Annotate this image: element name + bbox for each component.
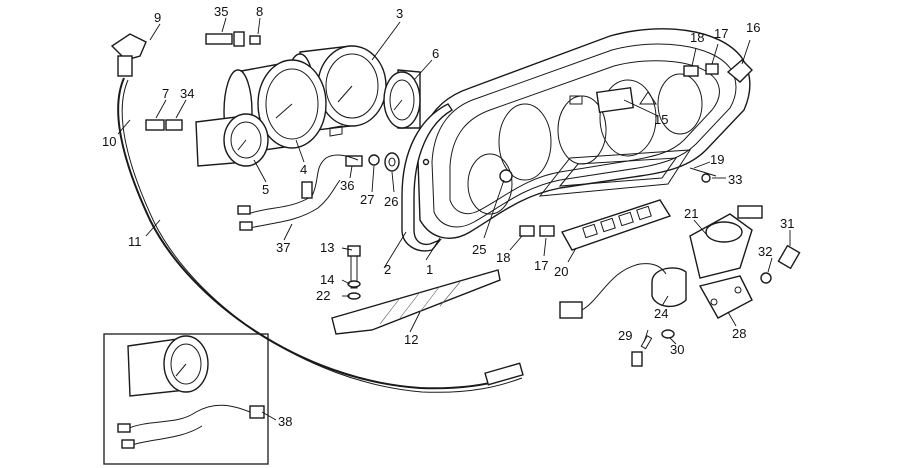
callout-30: 30: [670, 342, 684, 357]
instrument-housing: [401, 28, 751, 252]
leader-lines: [117, 17, 791, 421]
callout-31: 31: [780, 216, 794, 231]
callout-27: 27: [360, 192, 374, 207]
callout-4: 4: [300, 162, 307, 177]
callout-11: 11: [128, 234, 142, 249]
callout-6: 6: [432, 46, 439, 61]
callout-17a: 17: [714, 26, 728, 41]
callout-34: 34: [180, 86, 194, 101]
speedometer-cable: [117, 77, 524, 393]
wiring-harness: [237, 154, 359, 231]
callout-26: 26: [384, 194, 398, 209]
callout-20: 20: [554, 264, 568, 279]
callout-18a: 18: [690, 30, 704, 45]
callout-2: 2: [384, 262, 391, 277]
callout-labels: 1 2 3 4 5 6 7 8 9 10 11 12 13 14 15 16 1…: [102, 4, 794, 429]
callout-5: 5: [262, 182, 269, 197]
mounting-bracket: [331, 269, 501, 335]
callout-3: 3: [396, 6, 403, 21]
callout-9: 9: [154, 10, 161, 25]
inset-replacement-kit: [103, 333, 269, 465]
callout-32: 32: [758, 244, 772, 259]
ignition-switch: [559, 205, 801, 367]
callout-24: 24: [654, 306, 668, 321]
callout-36: 36: [340, 178, 354, 193]
callout-38: 38: [278, 414, 292, 429]
callout-25: 25: [472, 242, 486, 257]
callout-7: 7: [162, 86, 169, 101]
callout-29: 29: [618, 328, 632, 343]
callout-21: 21: [684, 206, 698, 221]
auxiliary-gauge: [383, 69, 421, 129]
callout-37: 37: [276, 240, 290, 255]
callout-16: 16: [746, 20, 760, 35]
callout-33: 33: [728, 172, 742, 187]
callout-1: 1: [426, 262, 433, 277]
callout-14: 14: [320, 272, 334, 287]
callout-22: 22: [316, 288, 330, 303]
callout-35: 35: [214, 4, 228, 19]
callout-15: 15: [654, 112, 668, 127]
callout-12: 12: [404, 332, 418, 347]
voltmeter-gauge: [195, 113, 269, 167]
callout-10: 10: [102, 134, 116, 149]
callout-8: 8: [256, 4, 263, 19]
speedometer-gauge: [223, 59, 343, 155]
callout-18b: 18: [496, 250, 510, 265]
small-parts: [110, 31, 753, 300]
callout-17b: 17: [534, 258, 548, 273]
callout-13: 13: [320, 240, 334, 255]
callout-28: 28: [732, 326, 746, 341]
callout-19: 19: [710, 152, 724, 167]
switch-panel: [560, 199, 672, 251]
